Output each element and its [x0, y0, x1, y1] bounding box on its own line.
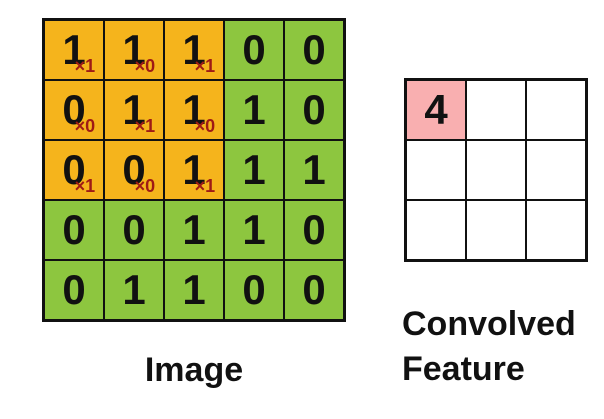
image-cell: 0: [45, 261, 103, 319]
feature-cell: [407, 141, 465, 199]
image-cell: 0×0: [105, 141, 163, 199]
image-cell-value: 0: [302, 86, 326, 133]
feature-cell: [527, 81, 585, 139]
image-cell-value: 1: [122, 266, 146, 313]
image-cell: 1: [285, 141, 343, 199]
feature-cell: [407, 201, 465, 259]
image-cell: 1: [165, 261, 223, 319]
image-cell-value: 0: [302, 266, 326, 313]
image-cell: 1×1: [165, 21, 223, 79]
image-cell-value: 1: [182, 146, 206, 193]
image-cell: 0: [285, 21, 343, 79]
feature-cell: [467, 141, 525, 199]
feature-cell: [527, 141, 585, 199]
feature-cell-value: 4: [424, 86, 448, 133]
image-cell-value: 0: [302, 206, 326, 253]
kernel-multiplier: ×0: [134, 176, 156, 196]
image-cell: 1×1: [165, 141, 223, 199]
image-cell-value: 1: [242, 86, 266, 133]
image-cell-value: 0: [62, 86, 86, 133]
image-cell-value: 1: [242, 206, 266, 253]
image-cell-value: 0: [122, 146, 146, 193]
image-cell: 0: [45, 201, 103, 259]
image-cell-value: 0: [242, 26, 266, 73]
kernel-multiplier: ×0: [74, 116, 96, 136]
image-cell: 1: [225, 201, 283, 259]
kernel-multiplier: ×1: [74, 56, 96, 76]
image-cell-value: 0: [122, 206, 146, 253]
image-cell: 1: [105, 261, 163, 319]
image-cell: 1×1: [45, 21, 103, 79]
image-cell: 1×0: [105, 21, 163, 79]
image-cell-value: 1: [122, 26, 146, 73]
image-cell: 0: [225, 261, 283, 319]
kernel-multiplier: ×0: [134, 56, 156, 76]
image-cell-value: 0: [62, 206, 86, 253]
image-cell: 1×1: [105, 81, 163, 139]
image-cell: 0: [105, 201, 163, 259]
image-cell-value: 1: [182, 206, 206, 253]
image-cell: 0×1: [45, 141, 103, 199]
convolved-feature-label-line1: Convolved: [402, 305, 576, 343]
feature-cell: [467, 201, 525, 259]
image-cell: 0: [285, 81, 343, 139]
image-cell: 1: [225, 141, 283, 199]
image-cell-value: 1: [242, 146, 266, 193]
image-grid-label: Image: [144, 351, 244, 389]
kernel-multiplier: ×0: [194, 116, 216, 136]
image-cell: 0: [285, 261, 343, 319]
image-cell-value: 0: [302, 26, 326, 73]
image-cell: 1×0: [165, 81, 223, 139]
feature-cell: [467, 81, 525, 139]
kernel-multiplier: ×1: [194, 56, 216, 76]
kernel-multiplier: ×1: [134, 116, 156, 136]
image-cell: 0: [285, 201, 343, 259]
image-cell-value: 0: [242, 266, 266, 313]
convolved-feature-label: Convolved Feature: [402, 302, 576, 392]
convolved-feature-grid: 4: [404, 78, 588, 262]
image-cell-value: 1: [182, 266, 206, 313]
image-cell: 0×0: [45, 81, 103, 139]
image-cell: 1: [225, 81, 283, 139]
image-cell-value: 0: [62, 146, 86, 193]
image-cell-value: 1: [302, 146, 326, 193]
image-cell-value: 0: [62, 266, 86, 313]
image-cell: 0: [225, 21, 283, 79]
kernel-multiplier: ×1: [194, 176, 216, 196]
kernel-multiplier: ×1: [74, 176, 96, 196]
convolved-feature-label-line2: Feature: [402, 349, 525, 388]
feature-cell: [527, 201, 585, 259]
image-cell-value: 1: [182, 26, 206, 73]
image-cell-value: 1: [122, 86, 146, 133]
image-cell: 1: [165, 201, 223, 259]
feature-cell: 4: [407, 81, 465, 139]
image-cell-value: 1: [182, 86, 206, 133]
image-cell-value: 1: [62, 26, 86, 73]
